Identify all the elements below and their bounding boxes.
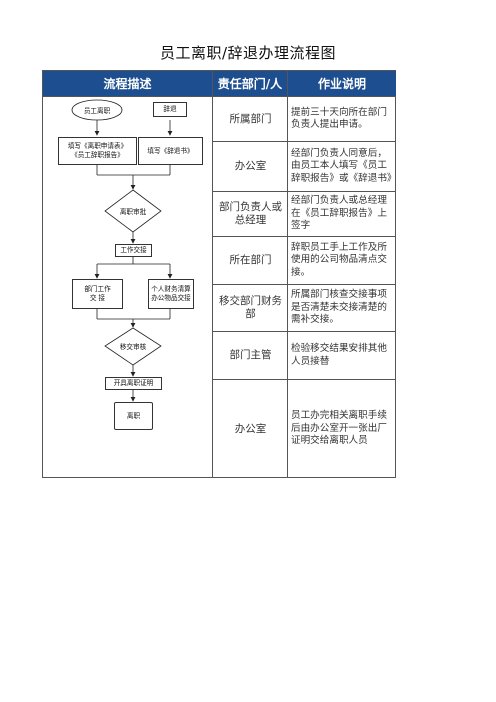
header-divider bbox=[43, 96, 395, 97]
certificate-box: 开具离职证明 bbox=[105, 377, 162, 390]
row-divider bbox=[212, 379, 395, 380]
row-note: 检验移交结果安排其他人员接替 bbox=[291, 343, 387, 367]
page-title: 员工离职/辞退办理流程图 bbox=[159, 44, 337, 62]
header-flow: 流程描述 bbox=[43, 71, 212, 96]
flowchart bbox=[71, 99, 173, 402]
row-dept: 办公室 bbox=[234, 422, 267, 435]
fill-dismiss-box: 填写《辞退书》 bbox=[138, 137, 203, 165]
flow-table: 流程描述 责任部门/人 作业说明 所属部门 办公室 部门负责人或总经理 所在部门… bbox=[42, 70, 397, 478]
row-divider bbox=[212, 141, 395, 142]
dismiss-box: 辞退 bbox=[153, 102, 187, 117]
column-divider bbox=[287, 71, 288, 477]
row-note: 经部门负责人或总经理在《员工辞职报告》上签字 bbox=[291, 195, 387, 232]
row-note: 提前三十天向所在部门负责人提出申请。 bbox=[291, 106, 387, 130]
header-dept: 责任部门/人 bbox=[213, 71, 287, 96]
dept-handover-box: 部门工作 交 接 bbox=[72, 279, 123, 309]
fill-forms-box: 填写《离职申请表》 《员工辞职报告》 bbox=[58, 137, 137, 165]
approve-label: 离职审批 bbox=[119, 208, 147, 216]
row-dept: 部门负责人或总经理 bbox=[219, 201, 282, 226]
row-note: 经部门负责人同意后，由员工本人填写《员工辞职报告》或《辞退书》 bbox=[291, 147, 397, 184]
review-label: 移交审核 bbox=[119, 343, 147, 351]
row-divider bbox=[212, 236, 395, 237]
column-divider bbox=[212, 71, 213, 477]
row-divider bbox=[212, 191, 395, 192]
handover-box: 工作交接 bbox=[115, 244, 152, 257]
finance-handover-box: 个人财务清算 办公物品交接 bbox=[148, 279, 194, 309]
row-dept: 所在部门 bbox=[229, 254, 272, 266]
row-note: 所属部门核查交接事项是否清楚未交接清楚的需补交接。 bbox=[291, 289, 387, 326]
row-divider bbox=[212, 331, 395, 332]
start-resign-label: 员工离职 bbox=[83, 107, 111, 115]
row-note: 辞职员工手上工作及所使用的公司物品清点交接。 bbox=[291, 241, 387, 278]
row-dept: 移交部门财务部 bbox=[219, 295, 282, 320]
end-box: 离职 bbox=[114, 402, 153, 430]
row-dept: 所属部门 bbox=[229, 112, 272, 125]
row-note: 员工办完相关离职手续后由办公室开一张出厂证明交给离职人员 bbox=[291, 410, 387, 447]
header-note: 作业说明 bbox=[288, 71, 396, 96]
row-divider bbox=[212, 284, 395, 285]
row-dept: 部门主管 bbox=[229, 349, 272, 361]
row-dept: 办公室 bbox=[234, 160, 267, 172]
